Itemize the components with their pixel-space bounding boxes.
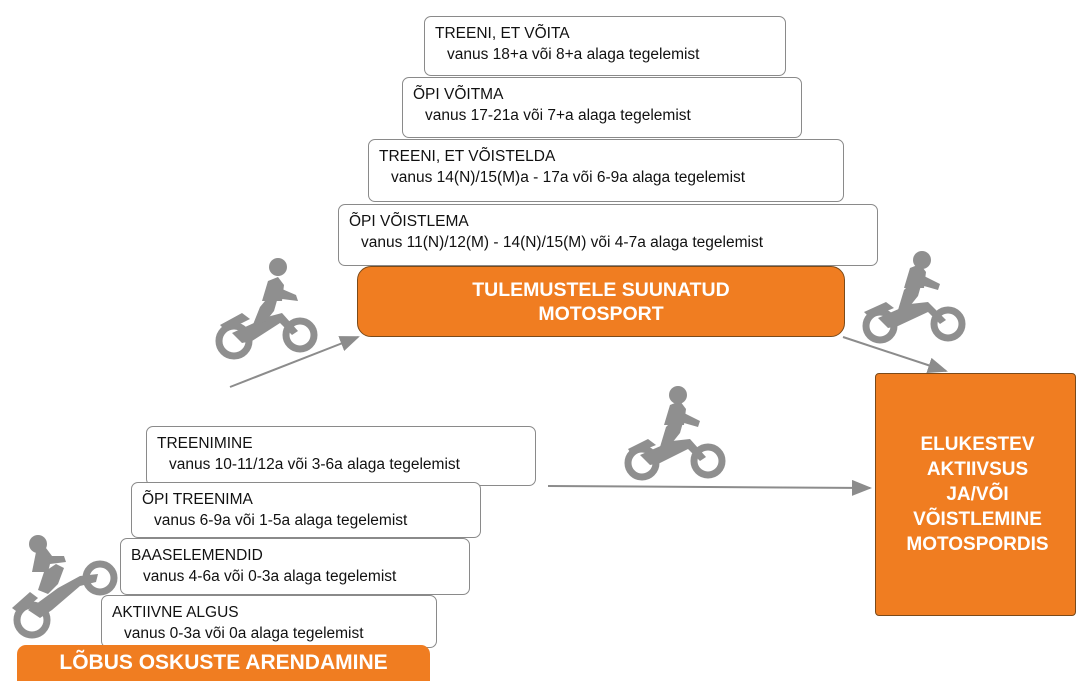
level-title: TREENI, ET VÕISTELDA: [379, 148, 556, 165]
level-aktiivne-algus: AKTIIVNE ALGUS vanus 0-3a või 0a alaga t…: [101, 595, 437, 648]
level-treeni-et-voistelda: TREENI, ET VÕISTELDA vanus 14(N)/15(M)a …: [368, 139, 844, 202]
arrow-to-results: [229, 336, 360, 388]
lifelong-line-5: MOTOSPORDIS: [906, 534, 1049, 555]
arrow-results-to-lifelong: [842, 336, 948, 373]
level-subtitle: vanus 0-3a või 0a alaga tegelemist: [124, 625, 364, 642]
level-opi-treenima: ÕPI TREENIMA vanus 6-9a või 1-5a alaga t…: [131, 482, 481, 538]
level-opi-voistlema: ÕPI VÕISTLEMA vanus 11(N)/12(M) - 14(N)/…: [338, 204, 878, 266]
level-title: BAASELEMENDID: [131, 547, 263, 564]
motorcycle-rider-icon: [12, 535, 118, 639]
motorcycle-rider-icon: [624, 386, 726, 481]
results-line-2: MOTOSPORT: [538, 302, 664, 325]
motorcycle-rider-icon: [215, 258, 318, 360]
level-treeni-et-voita: TREENI, ET VÕITA vanus 18+a või 8+a alag…: [424, 16, 786, 76]
level-subtitle: vanus 10-11/12a või 3-6a alaga tegelemis…: [169, 456, 460, 473]
level-subtitle: vanus 18+a või 8+a alaga tegelemist: [447, 46, 700, 63]
motorcycle-rider-icon: [862, 251, 966, 344]
lifelong-line-4: VÕISTLEMINE: [913, 509, 1042, 530]
level-title: ÕPI VÕITMA: [413, 86, 504, 103]
level-baaselemendid: BAASELEMENDID vanus 4-6a või 0-3a alaga …: [120, 538, 470, 595]
level-subtitle: vanus 14(N)/15(M)a - 17a või 6-9a alaga …: [391, 169, 746, 186]
fun-skills-box: LÕBUS OSKUSTE ARENDAMINE: [17, 645, 430, 681]
level-opi-voitma: ÕPI VÕITMA vanus 17-21a või 7+a alaga te…: [402, 77, 802, 138]
results-oriented-motosport-box: TULEMUSTELE SUUNATUD MOTOSPORT: [357, 266, 845, 337]
fun-skills-label: LÕBUS OSKUSTE ARENDAMINE: [59, 651, 388, 674]
results-line-1: TULEMUSTELE SUUNATUD: [472, 278, 730, 301]
lifelong-line-3: JA/VÕI: [946, 484, 1009, 505]
level-title: ÕPI VÕISTLEMA: [349, 213, 469, 230]
level-subtitle: vanus 17-21a või 7+a alaga tegelemist: [425, 107, 691, 124]
arrow-fun-to-lifelong: [547, 479, 872, 496]
level-subtitle: vanus 11(N)/12(M) - 14(N)/15(M) või 4-7a…: [361, 234, 764, 251]
level-subtitle: vanus 6-9a või 1-5a alaga tegelemist: [154, 512, 408, 529]
level-subtitle: vanus 4-6a või 0-3a alaga tegelemist: [143, 568, 397, 585]
level-treenimine: TREENIMINE vanus 10-11/12a või 3-6a alag…: [146, 426, 536, 486]
level-title: ÕPI TREENIMA: [142, 491, 253, 508]
lifelong-line-1: ELUKESTEV: [920, 434, 1035, 455]
lifelong-line-2: AKTIIVSUS: [926, 459, 1029, 480]
level-title: AKTIIVNE ALGUS: [112, 604, 239, 621]
level-title: TREENIMINE: [157, 435, 253, 452]
lifelong-activity-box: ELUKESTEV AKTIIVSUS JA/VÕI VÕISTLEMINE M…: [875, 373, 1076, 616]
level-title: TREENI, ET VÕITA: [435, 25, 570, 42]
